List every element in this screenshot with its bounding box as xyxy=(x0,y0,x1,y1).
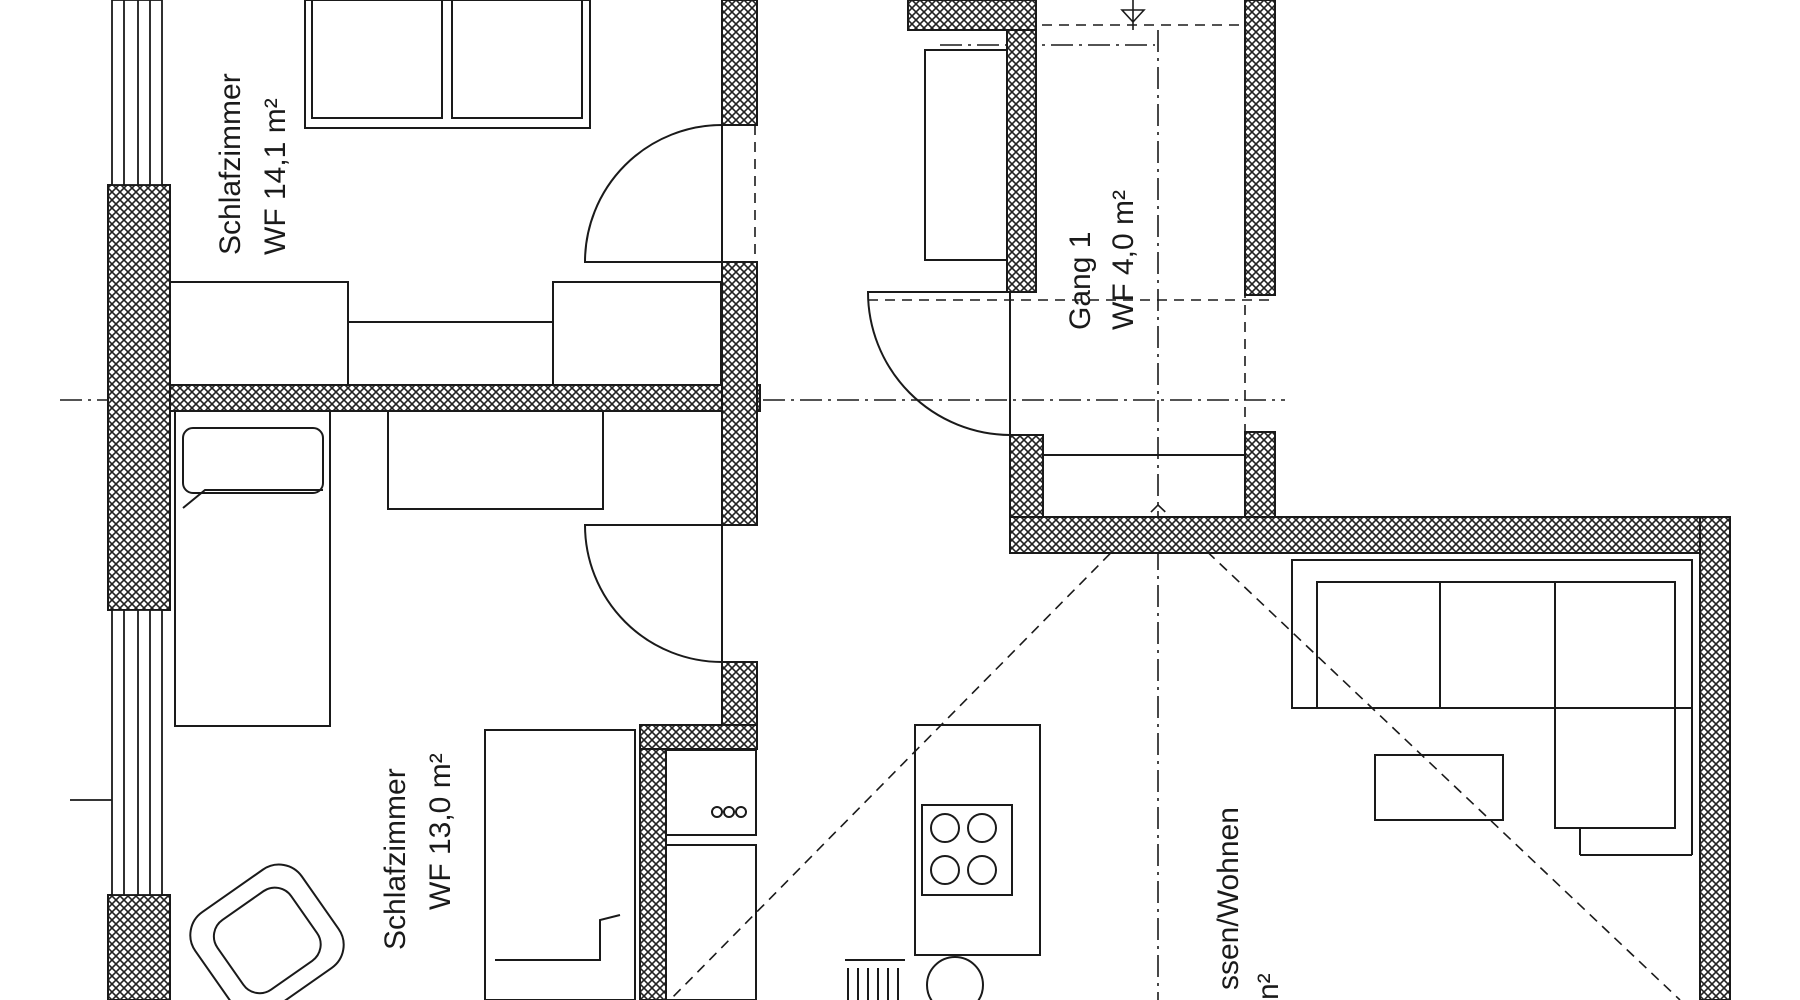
living-name: ssen/Wohnen xyxy=(1212,807,1245,990)
door-hallway xyxy=(866,291,1011,436)
bedroom-1-area: WF 14,1 m² xyxy=(259,98,292,255)
window-upper xyxy=(111,0,163,186)
kitchen-unit-left xyxy=(665,749,757,1000)
bedroom-1-name: Schlafzimmer xyxy=(214,73,247,255)
cabinet-bedroom-2 xyxy=(484,729,636,1000)
bed-bedroom-2 xyxy=(174,410,331,727)
kitchen-counter xyxy=(845,724,1041,1000)
closet-hallway xyxy=(924,49,1008,261)
shelves-bedroom-1 xyxy=(169,281,722,386)
furniture xyxy=(169,0,1693,1000)
bedroom-2-name: Schlafzimmer xyxy=(379,768,412,950)
sofa xyxy=(1291,559,1693,856)
armchair xyxy=(189,863,345,1000)
coffee-table xyxy=(1374,754,1504,821)
bedroom-2-area: WF 13,0 m² xyxy=(424,753,457,910)
level-marker xyxy=(1120,0,1146,30)
wardrobe-bedroom-1 xyxy=(304,0,591,129)
hallway-area: WF 4,0 m² xyxy=(1107,190,1140,330)
doors xyxy=(583,124,1011,663)
construction-lines xyxy=(60,24,1681,1000)
door-bedroom-2 xyxy=(583,524,723,663)
room-labels: Schlafzimmer WF 14,1 m² Gang 1 WF 4,0 m²… xyxy=(214,73,1285,1000)
desk-bedroom-2 xyxy=(387,410,604,510)
door-bedroom-1 xyxy=(583,124,723,263)
walls xyxy=(107,0,1731,1000)
hallway-name: Gang 1 xyxy=(1064,232,1097,330)
living-area: n² xyxy=(1252,973,1285,1000)
window-lower xyxy=(111,609,163,896)
windows xyxy=(70,0,163,896)
